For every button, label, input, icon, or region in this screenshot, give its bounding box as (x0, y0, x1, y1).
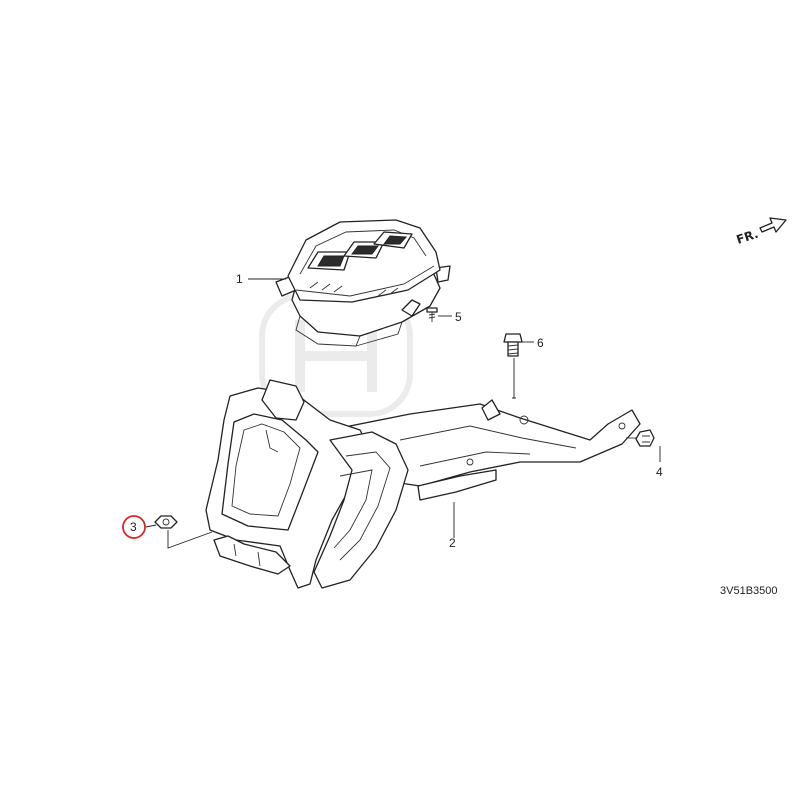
callout-2[interactable]: 2 (449, 536, 456, 550)
diagram-code: 3V51B3500 (720, 585, 778, 597)
flange-bolt-4[interactable] (626, 429, 655, 447)
console-bracket[interactable] (205, 379, 641, 589)
callout-6[interactable]: 6 (537, 336, 544, 350)
leader-lines (145, 278, 661, 549)
callout-3-highlight-ring (122, 515, 146, 539)
callout-4[interactable]: 4 (656, 465, 663, 479)
bolt-6[interactable] (503, 333, 523, 357)
direction-label: FR. (735, 227, 760, 247)
nut-3[interactable] (154, 515, 178, 529)
front-direction-indicator: FR. (735, 217, 787, 247)
callout-labels: 1 2 3 4 5 6 (122, 272, 663, 550)
shift-selector-unit[interactable] (275, 219, 451, 347)
arrow-right-icon (759, 217, 787, 233)
callout-1[interactable]: 1 (236, 272, 243, 286)
callout-5[interactable]: 5 (455, 310, 462, 324)
callout-3[interactable]: 3 (130, 520, 137, 534)
screw-5[interactable] (426, 307, 438, 322)
